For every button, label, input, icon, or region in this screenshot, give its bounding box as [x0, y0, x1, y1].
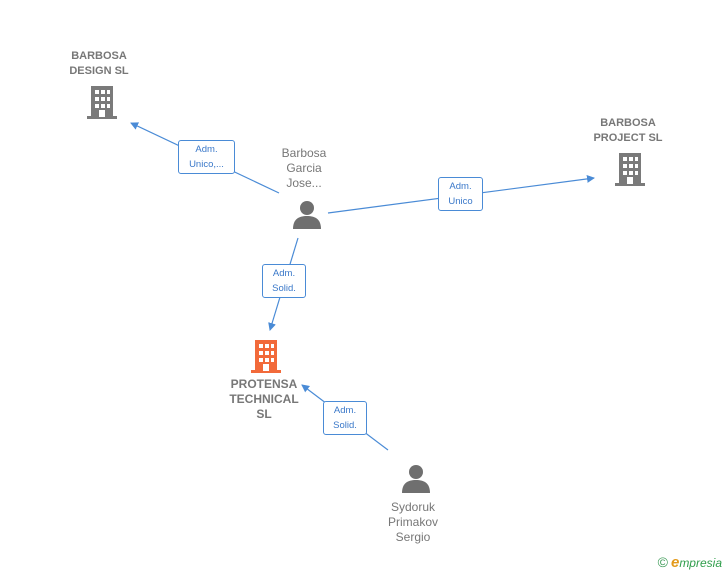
relation-label-sydoruk-to-protensa[interactable]: Adm. Solid.: [323, 401, 367, 435]
person-icon[interactable]: [400, 463, 432, 495]
node-label-barbosa-design: BARBOSA DESIGN SL: [69, 50, 129, 77]
node-label-protensa: PROTENSA TECHNICAL SL: [229, 377, 299, 421]
copyright-icon: ©: [657, 554, 668, 570]
relation-label-to-design[interactable]: Adm. Unico,...: [178, 140, 235, 174]
brand-name: mpresia: [679, 556, 722, 570]
building-icon[interactable]: [250, 338, 282, 374]
person-icon[interactable]: [291, 199, 323, 231]
brand-initial: e: [670, 554, 680, 571]
relation-label-to-project[interactable]: Adm. Unico: [438, 177, 483, 211]
building-icon[interactable]: [614, 151, 646, 187]
node-label-barbosa-garcia: Barbosa Garcia Jose...: [281, 146, 327, 190]
building-icon[interactable]: [86, 84, 118, 120]
brand-logo[interactable]: ©empresia: [658, 554, 722, 571]
node-label-sydoruk: Sydoruk Primakov Sergio: [387, 500, 438, 544]
node-label-barbosa-project: BARBOSA PROJECT SL: [593, 117, 663, 144]
relation-label-garcia-to-protensa[interactable]: Adm. Solid.: [262, 264, 306, 298]
